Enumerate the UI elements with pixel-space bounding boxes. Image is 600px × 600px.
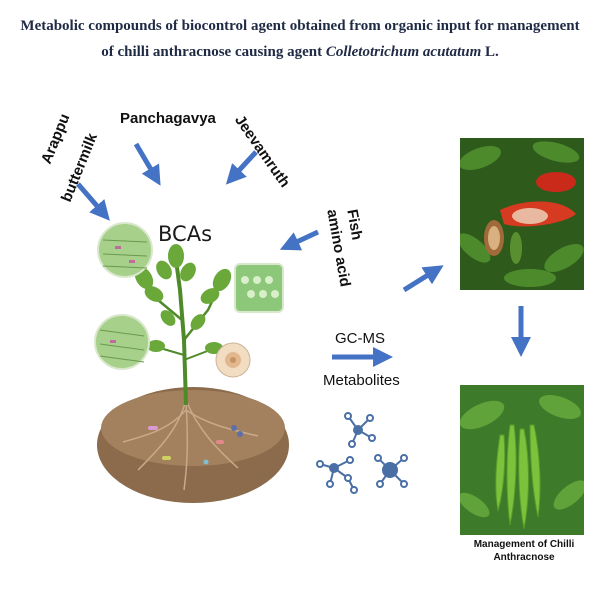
management-caption: Management of Chilli Anthracnose <box>462 538 586 564</box>
healthy-chilli-photo <box>460 385 584 535</box>
title-prefix: of chilli anthracnose causing agent <box>101 44 326 60</box>
management-caption-line-2: Anthracnose <box>493 552 555 563</box>
plant-illustration <box>97 244 289 503</box>
label-panchagavya: Panchagavya <box>120 110 216 127</box>
arrow-panchagavya-to-bcas <box>133 142 161 186</box>
diagram-title-line-1: Metabolic compounds of biocontrol agent … <box>20 18 580 34</box>
arrow-jeevamruth-to-bcas <box>225 150 258 185</box>
infected-chilli-photo <box>460 138 584 290</box>
arrow-fish-to-bcas <box>279 229 320 251</box>
molecule-network-icon <box>316 412 408 494</box>
inset-cells-2 <box>94 314 150 370</box>
title-suffix: L. <box>481 44 499 60</box>
diagram-title-line-2: of chilli anthracnose causing agent Coll… <box>0 44 600 61</box>
soil-microbes <box>148 425 243 465</box>
inset-leaf-tissue <box>234 263 284 313</box>
gcms-label: GC-MS <box>335 330 385 347</box>
roots <box>122 399 259 491</box>
arrow-to-infected-chilli <box>402 265 444 293</box>
management-caption-line-1: Management of Chilli <box>473 539 575 550</box>
plant-stem <box>174 259 188 406</box>
arrow-arappu-to-bcas <box>76 182 110 221</box>
bcas-label: BCAs <box>158 222 213 246</box>
soil-top <box>101 390 285 466</box>
inset-cells-1 <box>97 222 153 278</box>
species-name: Colletotrichum acutatum <box>325 44 482 60</box>
metabolites-label: Metabolites <box>323 372 400 389</box>
